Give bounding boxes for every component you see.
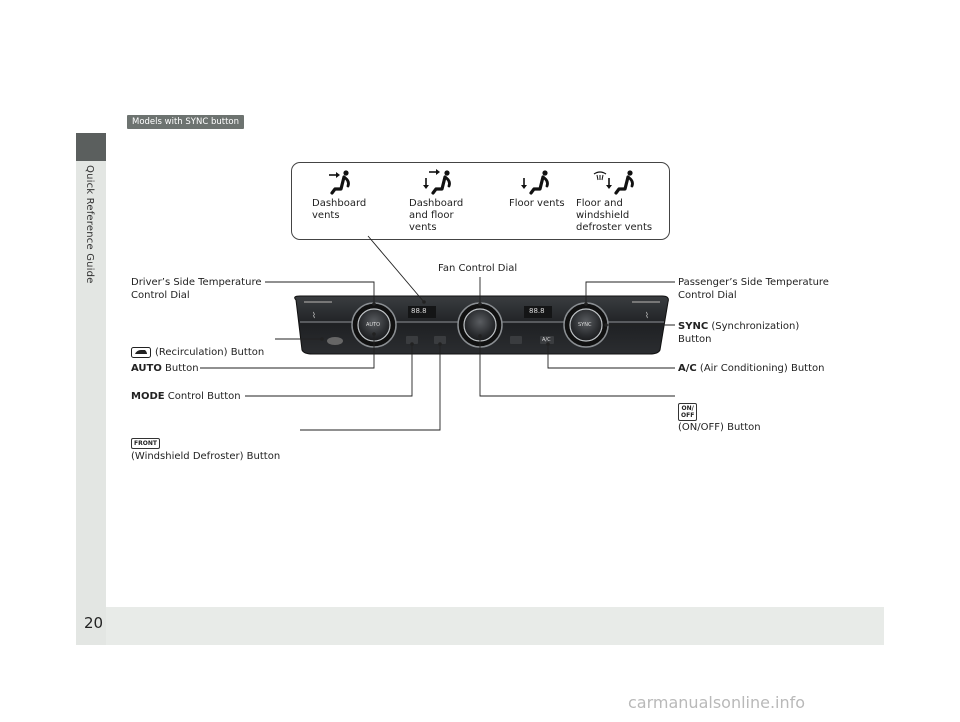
ac-label: (Air Conditioning) Button: [696, 363, 825, 374]
dashboard-and-floor-vents-icon: [423, 168, 452, 195]
passenger-temp-display: [524, 306, 552, 318]
model-badge: Models with SYNC button: [127, 115, 245, 129]
panel-sync-text: SYNC: [578, 322, 592, 328]
floor-and-windshield-defroster-vents-icon: [593, 168, 635, 195]
panel-rear-defrost-button: [510, 336, 522, 344]
onoff-label: (ON/OFF) Button: [678, 422, 761, 433]
callout-driver-temp: Driver’s Side Temperature Control Dial: [131, 277, 262, 301]
sync-label: (Synchronization) Button: [678, 321, 800, 345]
windshield-defroster-icon: FRONT: [131, 437, 160, 449]
dashboard-vents-icon: [329, 168, 351, 195]
seat-heater-right-icon: ⌇: [645, 311, 649, 320]
vent-mode-legend: Dashboard vents Dashboard and floor vent…: [291, 162, 670, 240]
page-footer: [106, 607, 884, 645]
ac-bold-label: A/C: [678, 363, 697, 374]
recirculation-label: (Recirculation) Button: [155, 347, 265, 358]
vent-label-dashboard-floor: Dashboard and floor vents: [409, 198, 464, 233]
vent-label-floor-windshield: Floor and windshield defroster vents: [576, 198, 653, 233]
panel-defroster-button: [434, 336, 446, 344]
callout-sync: SYNC (Synchronization) Button: [678, 320, 799, 346]
watermark: carmanualsonline.info: [628, 693, 806, 712]
panel-passenger-display-text: 88.8: [529, 307, 545, 315]
auto-label: Button: [161, 363, 199, 374]
seat-heater-indicator-left: [304, 301, 332, 303]
callout-defroster: FRONT (Windshield Defroster) Button: [131, 424, 280, 463]
sidebar-tab: [76, 133, 106, 161]
panel-mode-button: [406, 336, 418, 344]
vent-label-dashboard: Dashboard vents: [312, 198, 367, 221]
panel-ac-button: [540, 336, 554, 344]
callout-mode: MODE Control Button: [131, 390, 241, 403]
vent-icons: [329, 168, 635, 195]
defroster-label: (Windshield Defroster) Button: [131, 451, 281, 462]
callout-auto: AUTO Button: [131, 362, 199, 375]
panel-auto-text: AUTO: [366, 322, 381, 328]
vent-label-floor: Floor vents: [509, 198, 565, 209]
recirculation-icon: [131, 346, 151, 358]
callout-recirculation: (Recirculation) Button: [131, 333, 264, 359]
seat-heater-left-icon: ⌇: [312, 311, 316, 320]
sync-bold-label: SYNC: [678, 321, 709, 332]
callout-fan-dial: Fan Control Dial: [438, 263, 518, 274]
floor-vents-icon: [521, 168, 550, 195]
mode-bold-label: MODE: [131, 391, 165, 402]
callout-passenger-temp: Passenger’s Side Temperature Control Dia…: [678, 277, 829, 301]
sidebar-title: Quick Reference Guide: [84, 165, 95, 284]
mode-label: Control Button: [164, 391, 241, 402]
callout-onoff: ON/ OFF (ON/OFF) Button: [678, 390, 761, 434]
seat-heater-indicator-right: [632, 301, 660, 303]
auto-bold-label: AUTO: [131, 363, 162, 374]
page-number: 20: [84, 614, 104, 632]
panel-driver-display-text: 88.8: [411, 307, 427, 315]
panel-ac-text: A/C: [542, 337, 551, 343]
sidebar-band: [76, 133, 106, 645]
callout-ac: A/C (Air Conditioning) Button: [678, 362, 824, 375]
panel-recirculation-button: [327, 337, 343, 345]
onoff-icon: ON/ OFF: [678, 403, 698, 421]
driver-temp-display: [408, 306, 436, 318]
